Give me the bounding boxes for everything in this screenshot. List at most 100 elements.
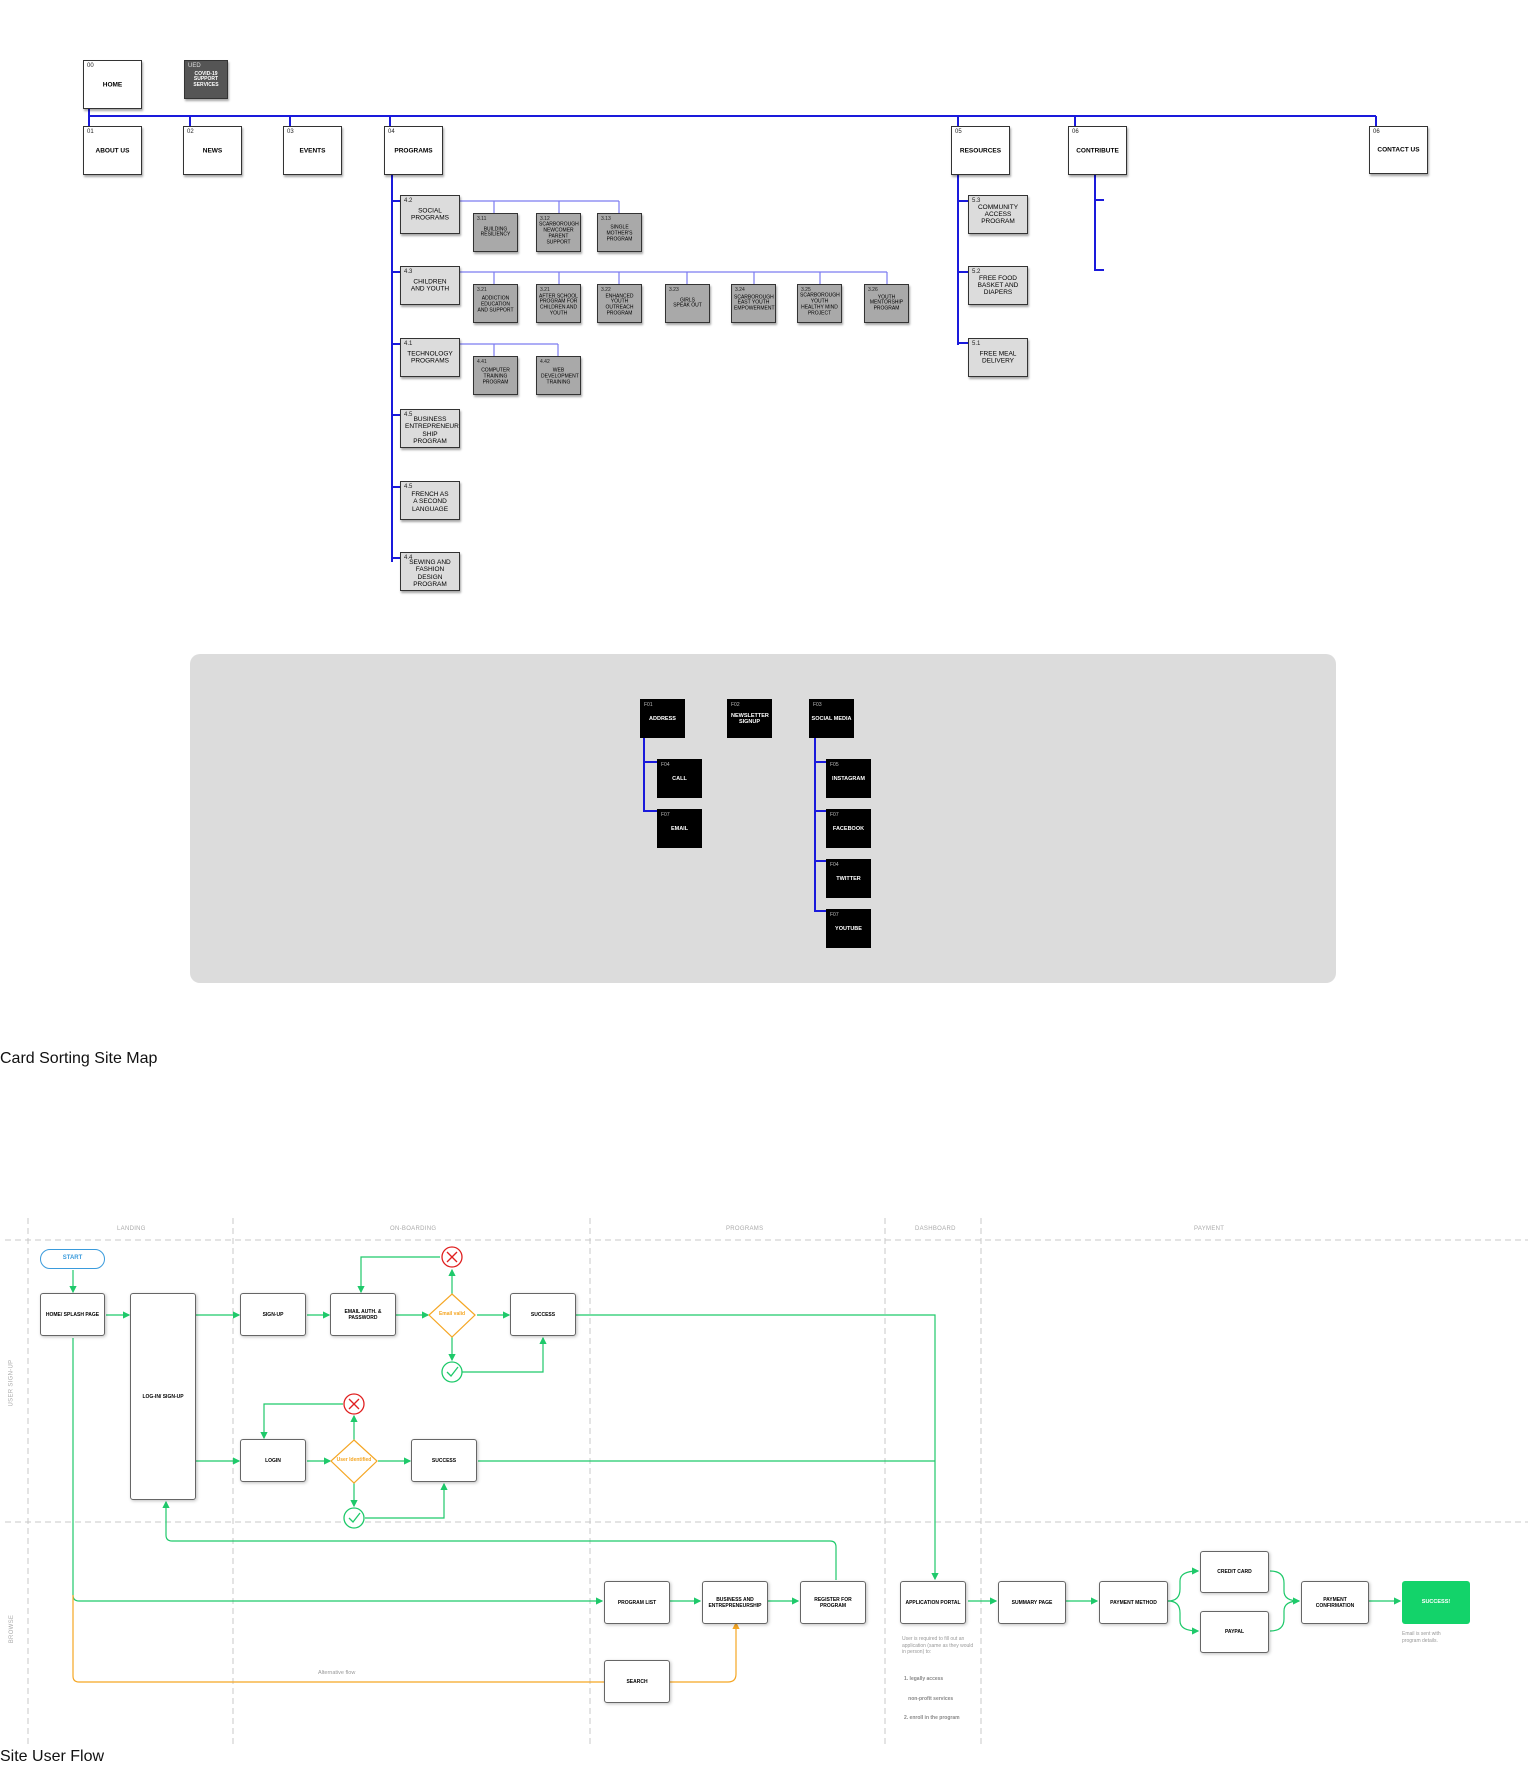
node-number: F04 [830, 862, 839, 868]
node-label: REGISTER FOR PROGRAM [814, 1596, 852, 1609]
sitemap-node-business[interactable]: 4.5 BUSINESS ENTREPRENEUR SHIP PROGRAM [400, 409, 460, 448]
node-label: PROGRAM LIST [617, 1599, 657, 1606]
flow-program-list[interactable]: PROGRAM LIST [604, 1581, 670, 1624]
node-label: ENHANCED YOUTH OUTREACH PROGRAM [605, 293, 634, 317]
flow-home-splash[interactable]: HOME/ SPLASH PAGE [40, 1293, 105, 1336]
sitemap-node-covid[interactable]: UED COVID-19 SUPPORT SERVICES [184, 60, 228, 99]
flow-success-1[interactable]: SUCCESS [510, 1293, 576, 1336]
sitemap-node-news[interactable]: 02 NEWS [183, 126, 242, 175]
sitemap-node-computer-training[interactable]: 4.41 COMPUTER TRAINING PROGRAM [473, 356, 518, 395]
sitemap-node-resources[interactable]: 05 RESOURCES [951, 126, 1010, 175]
node-label: AFTER SCHOOL PROGRAM FOR CHILDREN AND YO… [539, 293, 578, 317]
node-number: 3.12 [540, 216, 550, 222]
flow-payment-method[interactable]: PAYMENT METHOD [1099, 1581, 1168, 1624]
node-number: 3.24 [735, 287, 745, 293]
footer-node-address[interactable]: F01 ADDRESS [640, 699, 685, 738]
flow-paypal[interactable]: PAYPAL [1200, 1611, 1269, 1653]
node-label: FRENCH AS A SECOND LANGUAGE [411, 490, 449, 513]
sitemap-node-contact[interactable]: 06 CONTACT US [1369, 126, 1428, 174]
sitemap-node-building-resiliency[interactable]: 3.11 BUILDING RESILIENCY [473, 213, 518, 252]
flow-success-2[interactable]: SUCCESS [411, 1439, 477, 1482]
portal-note: User is required to fill out an applicat… [902, 1636, 974, 1655]
node-number: F05 [830, 762, 839, 768]
sitemap-node-children-youth[interactable]: 4.3 CHILDREN AND YOUTH [400, 266, 460, 305]
flow-application-portal[interactable]: APPLICATION PORTAL [900, 1581, 966, 1624]
sitemap-node-addiction[interactable]: 3.21 ADDICTION EDUCATION AND SUPPORT [473, 284, 518, 323]
node-label: SUCCESS [431, 1457, 457, 1464]
flow-signup[interactable]: SIGN-UP [240, 1293, 306, 1336]
node-label: FREE MEAL DELIVERY [979, 350, 1017, 365]
row-browse: BROWSE [9, 1614, 16, 1644]
sitemap-node-after-school[interactable]: 3.21 AFTER SCHOOL PROGRAM FOR CHILDREN A… [536, 284, 581, 323]
sitemap-node-healthy-mind[interactable]: 3.25 SCARBOROUGH YOUTH HEALTHY MIND PROJ… [797, 284, 842, 323]
lane-onboarding: ON-BOARDING [390, 1226, 437, 1232]
portal-list-item: 1. legally access [904, 1676, 944, 1682]
start-node[interactable]: START [40, 1249, 105, 1269]
node-number: F07 [830, 812, 839, 818]
sitemap-node-programs[interactable]: 04 PROGRAMS [384, 126, 443, 175]
flow-login[interactable]: LOGIN [240, 1439, 306, 1482]
flow-search[interactable]: SEARCH [604, 1660, 670, 1703]
node-label: APPLICATION PORTAL [905, 1599, 961, 1606]
sitemap-node-newcomer-parent[interactable]: 3.12 SCARBOROUGH NEWCOMER PARENT SUPPORT [536, 213, 581, 252]
node-number: 4.5 [404, 412, 413, 418]
node-label: SUMMARY PAGE [1011, 1599, 1053, 1606]
node-label: TECHNOLOGY PROGRAMS [407, 350, 453, 365]
sitemap-node-youth-mentorship[interactable]: 3.26 YOUTH MENTORSHIP PROGRAM [864, 284, 909, 323]
node-number: 4.5 [404, 484, 413, 490]
sitemap-node-east-youth[interactable]: 3.24 SCARBOROUGH EAST YOUTH EMPOWERMENT [731, 284, 776, 323]
flow-summary-page[interactable]: SUMMARY PAGE [998, 1581, 1066, 1624]
sitemap-node-french[interactable]: 4.5 FRENCH AS A SECOND LANGUAGE [400, 481, 460, 520]
footer-connectors [643, 738, 826, 912]
footer-node-newsletter[interactable]: F02 NEWSLETTER SIGNUP [727, 699, 772, 738]
node-number: 3.21 [540, 287, 550, 293]
footer-node-youtube[interactable]: F07 YOUTUBE [826, 909, 871, 948]
node-label: SCARBOROUGH EAST YOUTH EMPOWERMENT [734, 293, 775, 312]
node-label: PAYMENT METHOD [1110, 1599, 1157, 1606]
sitemap-node-web-development[interactable]: 4.42 WEB DEVELOPMENT TRAINING [536, 356, 581, 395]
lane-programs: PROGRAMS [726, 1226, 764, 1232]
node-number: 4.3 [404, 269, 413, 275]
check-icon [441, 1361, 463, 1383]
flow-credit-card[interactable]: CREDIT CARD [1200, 1551, 1269, 1593]
sitemap-node-social[interactable]: 4.2 SOCIAL PROGRAMS [400, 195, 460, 234]
flow-email-auth[interactable]: EMAIL AUTH. & PASSWORD [330, 1293, 396, 1336]
node-number: F04 [661, 762, 670, 768]
node-label: PROGRAMS [394, 146, 433, 154]
sitemap-node-events[interactable]: 03 EVENTS [283, 126, 342, 175]
sitemap-node-meal-delivery[interactable]: 5.1 FREE MEAL DELIVERY [968, 338, 1028, 377]
footer-node-call[interactable]: F04 CALL [657, 759, 702, 798]
footer-node-facebook[interactable]: F07 FACEBOOK [826, 809, 871, 848]
node-label: EMAIL [670, 825, 689, 832]
footer-node-instagram[interactable]: F05 INSTAGRAM [826, 759, 871, 798]
sitemap-node-home[interactable]: 00 HOME [83, 60, 142, 109]
flow-login-signup[interactable]: LOG-IN/ SIGN-UP [130, 1293, 196, 1500]
footer-node-social-media[interactable]: F03 SOCIAL MEDIA [809, 699, 854, 738]
sitemap-node-technology[interactable]: 4.1 TECHNOLOGY PROGRAMS [400, 338, 460, 377]
sitemap-node-enhanced-youth[interactable]: 3.22 ENHANCED YOUTH OUTREACH PROGRAM [597, 284, 642, 323]
node-label: SUCCESS [530, 1311, 556, 1318]
node-label: WEB DEVELOPMENT TRAINING [541, 367, 579, 386]
flow-payment-confirmation[interactable]: PAYMENT CONFIRMATION [1301, 1581, 1369, 1624]
sitemap-node-single-mothers[interactable]: 3.13 SINGLE MOTHER'S PROGRAM [597, 213, 642, 252]
footer-node-twitter[interactable]: F04 TWITTER [826, 859, 871, 898]
footer-node-email[interactable]: F07 EMAIL [657, 809, 702, 848]
flow-business[interactable]: BUSINESS AND ENTREPRENEURSHIP [702, 1581, 768, 1624]
node-label: SCARBOROUGH NEWCOMER PARENT SUPPORT [539, 221, 579, 246]
node-label: BUSINESS AND ENTREPRENEURSHIP [708, 1596, 762, 1609]
node-number: 01 [87, 129, 94, 135]
sitemap-node-community-access[interactable]: 5.3 COMMUNITY ACCESS PROGRAM [968, 195, 1028, 234]
portal-list-item: non-profit services [904, 1695, 954, 1702]
sitemap-node-girls-speak[interactable]: 3.23 GIRLS SPEAK OUT [665, 284, 710, 323]
sitemap-node-sewing[interactable]: 4.4 SEWING AND FASHION DESIGN PROGRAM [400, 552, 460, 591]
sitemap-node-food-basket[interactable]: 5.2 FREE FOOD BASKET AND DIAPERS [968, 266, 1028, 305]
node-label: SINGLE MOTHER'S PROGRAM [606, 224, 633, 243]
flow-success-final[interactable]: SUCCESS! [1402, 1581, 1470, 1624]
sitemap-node-about[interactable]: 01 ABOUT US [83, 126, 142, 175]
flow-register[interactable]: REGISTER FOR PROGRAM [800, 1581, 866, 1624]
node-number: F07 [830, 912, 839, 918]
node-number: 00 [87, 63, 94, 69]
sitemap-node-contribute[interactable]: 06 CONTRIBUTE [1068, 126, 1127, 175]
row-user-signup: USER SIGN-UP [8, 1359, 15, 1407]
